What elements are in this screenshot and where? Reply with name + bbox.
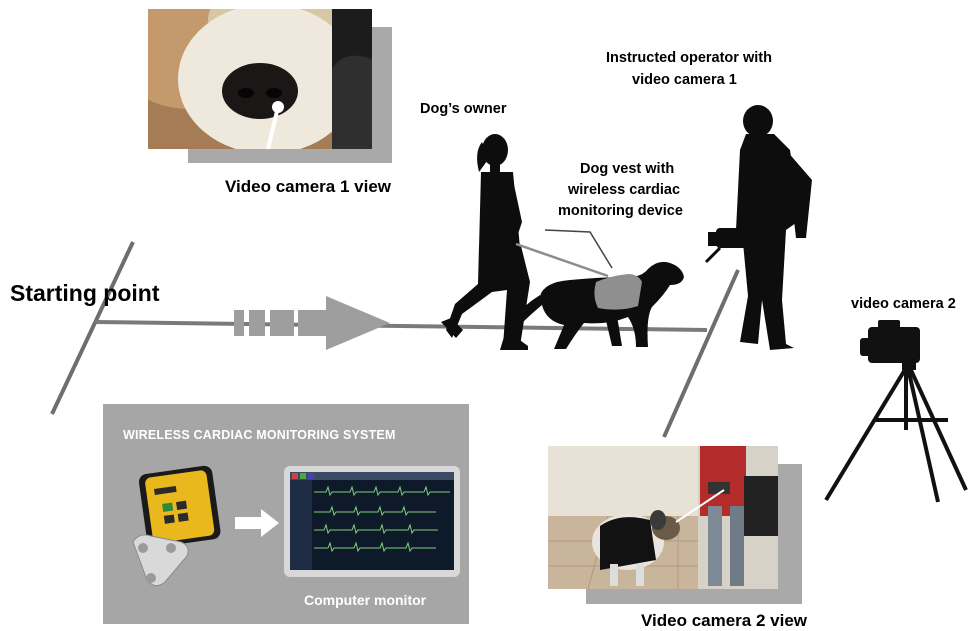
video-camera-2-tripod [824, 320, 968, 503]
camera-1-view-image [148, 9, 372, 149]
vest-label-line3: monitoring device [558, 203, 683, 219]
starting-point-label: Starting point [10, 280, 160, 306]
video-camera-2-view-label: Video camera 2 view [641, 611, 808, 630]
computer-monitor-caption: Computer monitor [304, 592, 427, 608]
cardiac-monitoring-device [132, 465, 221, 586]
dogs-owner-label: Dog’s owner [420, 101, 507, 117]
vest-label-line1: Dog vest with [580, 161, 675, 177]
finish-line [662, 269, 740, 438]
owner-silhouette [441, 134, 530, 350]
video-camera-1-icon [704, 220, 766, 264]
monitoring-system-title: WIRELESS CARDIAC MONITORING SYSTEM [123, 428, 396, 442]
walking-path-line [94, 320, 708, 332]
camera-2-view-image [548, 446, 778, 589]
computer-monitor [284, 466, 460, 577]
dog-vest [594, 274, 642, 310]
panel-arrow-icon [235, 509, 279, 537]
monitor-screen [290, 472, 454, 570]
video-camera-1-view-label: Video camera 1 view [225, 177, 392, 196]
direction-arrow [234, 296, 390, 350]
starting-line [50, 241, 135, 415]
operator-silhouette [736, 105, 812, 350]
video-camera-2-label: video camera 2 [851, 296, 956, 312]
operator-label-line1: Instructed operator with [606, 50, 772, 66]
operator-label-line2: video camera 1 [632, 72, 737, 88]
monitoring-system-panel: WIRELESS CARDIAC MONITORING SYSTEM [103, 404, 469, 624]
vest-pointer-line [544, 229, 613, 269]
leash [515, 242, 609, 278]
vest-label-line2: wireless cardiac [568, 182, 681, 198]
